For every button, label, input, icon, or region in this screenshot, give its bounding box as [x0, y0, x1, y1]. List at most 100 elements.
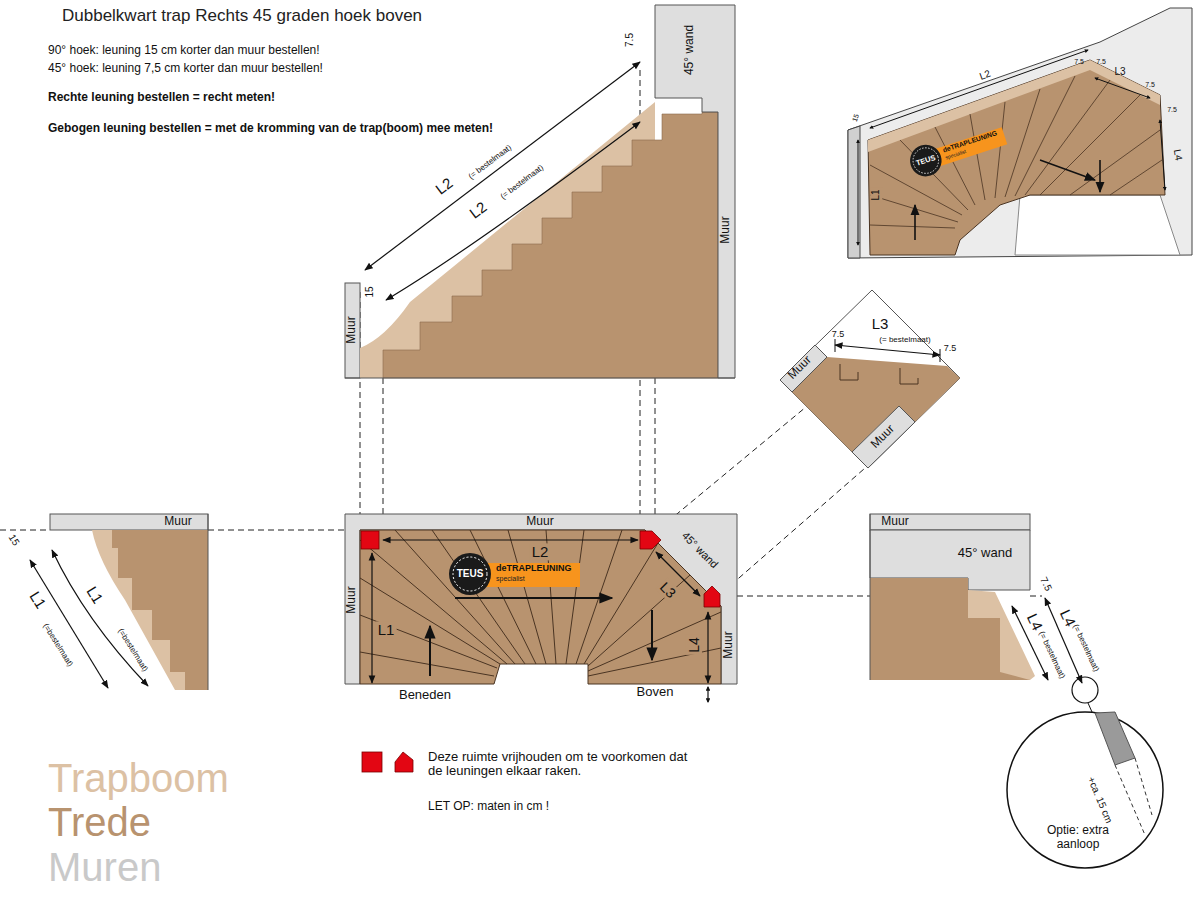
- order-size-note: (= bestelmaat): [467, 143, 514, 181]
- tread-lines: [1070, 130, 1160, 195]
- wall-label: Muur: [722, 631, 736, 658]
- tread-lines: [1040, 95, 1140, 195]
- side-elevation-l2: [386, 122, 640, 300]
- dimension-name: L1: [870, 187, 882, 202]
- dimension-name: L4: [1171, 149, 1184, 162]
- dimension-name: L2: [978, 68, 992, 83]
- tread-lines: [870, 195, 958, 222]
- wall-label: Muur: [785, 353, 814, 382]
- walking-direction-arrow: [1040, 160, 1095, 180]
- detail-view-l3: [780, 345, 827, 392]
- note: LET OP: maten in cm !: [428, 800, 549, 814]
- floor-plan: [345, 514, 737, 684]
- order-size-note: (=bestelmaat): [41, 622, 75, 669]
- tread-lines: [360, 530, 721, 676]
- dashed-guides: [1030, 596, 1042, 597]
- tread-lines: [584, 543, 658, 664]
- badge-text: deTRAPLEUNING: [496, 564, 572, 574]
- perspective-view: [868, 60, 1160, 152]
- keep-clear-marker: [640, 531, 661, 549]
- wall-label: Muur: [868, 422, 897, 451]
- tread-lines: [360, 615, 497, 668]
- legend-swatch: Trede: [48, 822, 151, 839]
- dimension-name: L4: [686, 635, 702, 655]
- walking-direction-arrow: [429, 626, 431, 676]
- dimension-name: L3: [655, 577, 680, 602]
- wall-label: Muur: [164, 515, 191, 529]
- note: 45° hoek: leuning 7,5 cm korter dan muur…: [48, 62, 323, 76]
- tread-lines: [360, 652, 494, 676]
- dashed-guides: [716, 462, 872, 598]
- dimension-value: 15: [364, 286, 376, 297]
- flight-label: Beneden: [399, 688, 451, 703]
- dimension-value: 7.5: [1096, 58, 1106, 66]
- dimension-line: [858, 140, 859, 245]
- dashed-guides: [0, 530, 50, 531]
- walking-direction-arrow: [430, 598, 652, 676]
- side-elevation-l2: [345, 378, 735, 379]
- detail-circle: [1095, 712, 1135, 765]
- side-elevation-l2: [383, 112, 718, 378]
- side-elevation-l1: [208, 514, 209, 690]
- dimension-name: L2: [432, 174, 456, 198]
- detail-view-l3: [940, 349, 941, 362]
- wall-label: Muur: [881, 515, 908, 529]
- keep-clear-marker: [361, 531, 379, 549]
- dimension-name: L1: [83, 583, 106, 606]
- order-size-note: (= bestelmaat): [1071, 623, 1101, 673]
- dimension-name: L1: [26, 588, 49, 611]
- side-elevation-l2: [345, 5, 735, 378]
- side-elevation-l1: [50, 514, 208, 530]
- dashed-guides: [208, 530, 345, 531]
- dimension-line: [383, 539, 638, 540]
- detail-circle: [1007, 677, 1163, 868]
- keep-clear-marker: [704, 586, 720, 607]
- badge-seal: [449, 553, 491, 595]
- title: Dubbelkwart trap Rechts 45 graden hoek b…: [62, 6, 422, 26]
- floor-plan: [345, 514, 737, 702]
- dimension-name: L2: [466, 198, 490, 222]
- wall-label: Muur: [345, 316, 359, 343]
- dashed-guides: [737, 596, 870, 597]
- keep-clear-legend-symbol: [362, 752, 413, 772]
- walking-direction-arrow: [914, 205, 916, 240]
- dimension-value: 7.5: [1074, 58, 1084, 66]
- dimension-value: 7.5: [624, 33, 636, 47]
- side-elevation-l2: [345, 283, 360, 378]
- dimension-line: [371, 553, 372, 683]
- order-size-note: (= bestelmaat): [879, 335, 930, 344]
- dimension-name: L3: [1114, 66, 1125, 78]
- order-size-note: (= bestelmaat): [1037, 630, 1067, 680]
- tread-lines: [870, 76, 1162, 228]
- tread-lines: [360, 540, 507, 664]
- legend-text: Trapboom: [48, 756, 229, 800]
- tread-lines: [900, 140, 968, 210]
- dimension-line: [707, 687, 708, 702]
- walking-direction-arrow: [455, 597, 612, 599]
- detail-circle: [1088, 703, 1092, 712]
- dimension-value: 7.5: [1145, 81, 1155, 89]
- dimension-name: L2: [530, 543, 551, 560]
- tread-lines: [870, 225, 955, 228]
- dimension-value: 7.5: [1167, 106, 1177, 114]
- wall-label: 45° wand: [958, 546, 1012, 561]
- legend-item: Trapboom: [48, 756, 229, 800]
- dimension-line: [858, 50, 1165, 245]
- legend-text: Trede: [48, 800, 151, 844]
- tread-lines: [970, 114, 985, 200]
- logo-badge: TEUSdeTRAPLEUNINGspecialist: [448, 552, 582, 596]
- keep-clear-marker: [361, 531, 720, 607]
- side-elevation-l4: [870, 514, 1082, 683]
- keep-clear-legend-symbol: [395, 752, 413, 772]
- legend-item: Muren: [48, 845, 161, 889]
- legend-item: Trede: [48, 800, 151, 844]
- detail-view-l3: [780, 290, 960, 468]
- order-size-note: (= bestelmaat): [499, 163, 546, 201]
- flight-label: Boven: [637, 685, 674, 700]
- detail-view-l3: [852, 406, 915, 468]
- wall-label: Muur: [345, 586, 359, 613]
- side-elevation-l1: [30, 514, 208, 690]
- legend-text: Deze ruimte vrijhouden om te voorkomen d…: [428, 750, 698, 779]
- dimension-name: L3: [872, 315, 889, 332]
- dimension-value: 15: [6, 532, 22, 548]
